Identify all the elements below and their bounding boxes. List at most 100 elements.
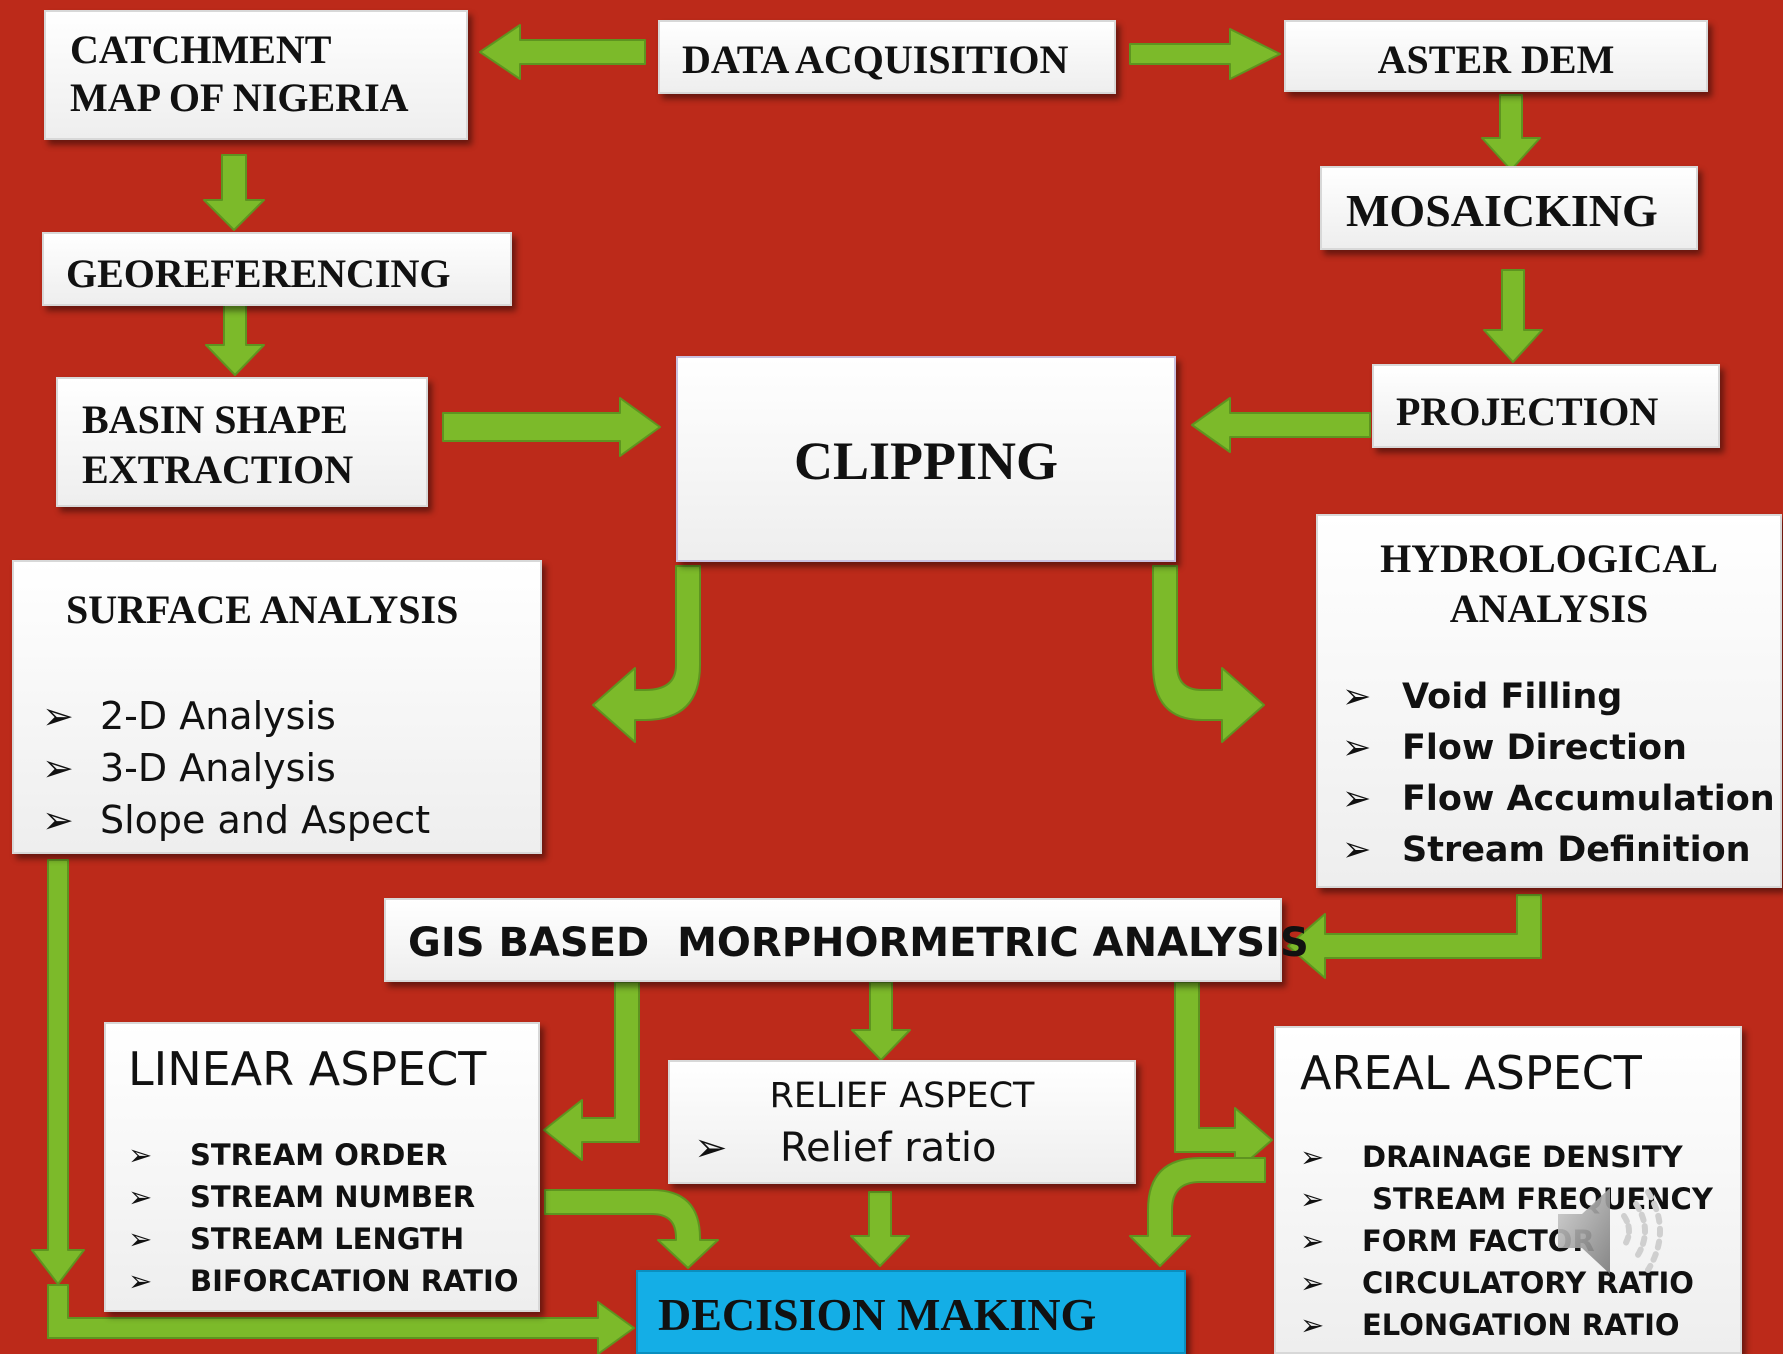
list-item: ➢ Void Filling bbox=[1342, 672, 1775, 723]
list-item: ➢Flow Direction bbox=[1342, 723, 1775, 774]
areal-aspect-list: ➢ DRAINAGE DENSITY ➢ STREAM FREQUENCY ➢ FO… bbox=[1300, 1136, 1713, 1346]
arrow-areal-to-decision bbox=[1129, 1157, 1266, 1267]
linear-aspect-title: LINEAR ASPECT bbox=[128, 1042, 487, 1096]
clipping-box: CLIPPING bbox=[676, 356, 1176, 562]
list-item: ➢ 3-D Analysis bbox=[42, 742, 430, 794]
list-item: ➢ ELONGATION RATIO bbox=[1300, 1304, 1713, 1346]
data-acquisition-label: DATA ACQUISITION bbox=[682, 37, 1069, 82]
arrow-catchment-to-georef bbox=[203, 154, 265, 231]
areal-item-label: DRAINAGE DENSITY bbox=[1362, 1140, 1683, 1174]
relief-aspect-title: RELIEF ASPECT bbox=[769, 1076, 1035, 1116]
basin-shape-line-1: BASIN SHAPE bbox=[82, 397, 348, 442]
hydro-item-label: Flow Direction bbox=[1402, 728, 1687, 768]
areal-item-label: FORM FACTOR bbox=[1362, 1224, 1595, 1258]
arrow-data-to-aster bbox=[1129, 28, 1281, 80]
areal-item-label: STREAM FREQUENCY bbox=[1362, 1182, 1713, 1216]
hydrological-title: HYDROLOGICAL ANALYSIS bbox=[1318, 534, 1780, 634]
decision-making-box: DECISION MAKING bbox=[636, 1270, 1186, 1354]
surface-item-label: 3-D Analysis bbox=[100, 746, 336, 790]
projection-box: PROJECTION bbox=[1372, 364, 1720, 448]
list-item: ➢ Stream Definition bbox=[1342, 825, 1775, 876]
arrow-clipping-to-surface bbox=[592, 565, 701, 743]
linear-item-label: STREAM NUMBER bbox=[190, 1180, 476, 1214]
clipping-label: CLIPPING bbox=[793, 431, 1058, 491]
linear-item-label: STREAM ORDER bbox=[190, 1138, 448, 1172]
arrow-aster-to-mosaicking bbox=[1481, 94, 1541, 171]
catchment-map-box: CATCHMENT MAP OF NIGERIA bbox=[44, 10, 468, 140]
list-item: ➢ STREAM FREQUENCY bbox=[1300, 1178, 1713, 1220]
hydrological-analysis-box: HYDROLOGICAL ANALYSIS ➢Void Filling ➢Flo… bbox=[1316, 514, 1782, 888]
relief-aspect-list: ➢ Relief ratio bbox=[694, 1124, 996, 1172]
list-item: ➢ BIFORCATION RATIO bbox=[128, 1260, 519, 1302]
speaker-icon[interactable] bbox=[1552, 1176, 1672, 1286]
gis-morphometric-box: GIS BASED MORPHORMETRIC ANALYSIS bbox=[384, 898, 1309, 982]
list-item: ➢ 2-D Analysis bbox=[42, 690, 430, 742]
hydro-item-label: Stream Definition bbox=[1402, 830, 1751, 870]
linear-aspect-box: LINEAR ASPECT ➢ STREAM ORDER ➢ STREAM NUMB… bbox=[104, 1022, 540, 1312]
arrow-gis-to-linear bbox=[543, 981, 640, 1161]
aster-dem-label: ASTER DEM bbox=[1377, 37, 1615, 82]
gis-morphometric-label: GIS BASED MORPHORMETRIC ANALYSIS bbox=[408, 920, 1309, 966]
linear-item-label: BIFORCATION RATIO bbox=[190, 1264, 519, 1298]
arrow-bullet-icon: ➢ bbox=[1342, 779, 1372, 819]
surface-analysis-box: SURFACE ANALYSIS ➢ 2-D Analysis ➢ 3-D Anal… bbox=[12, 560, 542, 854]
list-item: ➢ Relief ratio bbox=[694, 1124, 996, 1172]
surface-analysis-title: SURFACE ANALYSIS bbox=[66, 587, 459, 632]
data-acquisition-box: DATA ACQUISITION bbox=[658, 20, 1116, 94]
decision-making-label: DECISION MAKING bbox=[658, 1289, 1097, 1340]
catchment-map-line-1: CATCHMENT bbox=[70, 27, 332, 72]
aster-dem-box: ASTER DEM bbox=[1284, 20, 1708, 92]
relief-item-label: Relief ratio bbox=[780, 1125, 997, 1171]
arrow-bullet-icon: ➢ bbox=[42, 694, 74, 738]
catchment-map-line-2: MAP OF NIGERIA bbox=[70, 75, 409, 120]
surface-analysis-list: ➢ 2-D Analysis ➢ 3-D Analysis ➢ Slope and A… bbox=[42, 690, 430, 846]
list-item: ➢ CIRCULATORY RATIO bbox=[1300, 1262, 1713, 1304]
arrow-clipping-to-hydro bbox=[1152, 565, 1265, 743]
list-item: ➢ DRAINAGE DENSITY bbox=[1300, 1136, 1713, 1178]
projection-label: PROJECTION bbox=[1396, 389, 1659, 434]
mosaicking-box: MOSAICKING bbox=[1320, 166, 1698, 250]
arrow-bullet-icon: ➢ bbox=[1300, 1266, 1325, 1300]
arrow-bullet-icon: ➢ bbox=[128, 1264, 153, 1298]
areal-aspect-title: AREAL ASPECT bbox=[1300, 1046, 1642, 1100]
list-item: ➢Flow Accumulation bbox=[1342, 774, 1775, 825]
arrow-bullet-icon: ➢ bbox=[1300, 1140, 1325, 1174]
arrow-bullet-icon: ➢ bbox=[1342, 677, 1372, 717]
arrow-bullet-icon: ➢ bbox=[128, 1180, 153, 1214]
arrow-relief-to-decision bbox=[850, 1191, 910, 1267]
arrow-bullet-icon: ➢ bbox=[1342, 830, 1372, 870]
basin-shape-line-2: EXTRACTION bbox=[82, 447, 354, 492]
arrow-georef-to-basin bbox=[205, 299, 265, 376]
mosaicking-label: MOSAICKING bbox=[1346, 185, 1658, 236]
arrow-hydro-to-gis bbox=[1287, 894, 1542, 979]
surface-item-label: 2-D Analysis bbox=[100, 694, 336, 738]
arrow-basin-to-clipping bbox=[442, 397, 661, 457]
linear-item-label: STREAM LENGTH bbox=[190, 1222, 465, 1256]
hydrological-title-line-1: HYDROLOGICAL bbox=[1380, 536, 1718, 581]
hydro-item-label: Void Filling bbox=[1402, 677, 1623, 717]
areal-item-label: CIRCULATORY RATIO bbox=[1362, 1266, 1694, 1300]
arrow-bullet-icon: ➢ bbox=[694, 1125, 728, 1171]
georeferencing-label: GEOREFERENCING bbox=[66, 251, 451, 296]
arrow-bullet-icon: ➢ bbox=[128, 1222, 153, 1256]
arrow-bullet-icon: ➢ bbox=[1300, 1224, 1325, 1258]
arrow-projection-to-clipping bbox=[1191, 397, 1371, 453]
arrow-bullet-icon: ➢ bbox=[42, 746, 74, 790]
relief-aspect-box: RELIEF ASPECT ➢ Relief ratio bbox=[668, 1060, 1136, 1184]
list-item: ➢ FORM FACTOR bbox=[1300, 1220, 1713, 1262]
arrow-bullet-icon: ➢ bbox=[1300, 1308, 1325, 1342]
arrow-gis-to-areal bbox=[1174, 981, 1273, 1173]
areal-item-label: ELONGATION RATIO bbox=[1362, 1308, 1680, 1342]
surface-item-label: Slope and Aspect bbox=[100, 798, 431, 842]
arrow-bullet-icon: ➢ bbox=[1300, 1182, 1325, 1216]
arrow-gis-to-relief bbox=[851, 981, 911, 1061]
linear-aspect-list: ➢ STREAM ORDER ➢ STREAM NUMBER ➢ STREAM LEN… bbox=[128, 1134, 519, 1302]
list-item: ➢ STREAM NUMBER bbox=[128, 1176, 519, 1218]
list-item: ➢ Slope and Aspect bbox=[42, 794, 430, 846]
arrow-bullet-icon: ➢ bbox=[42, 798, 74, 842]
areal-aspect-box: AREAL ASPECT ➢ DRAINAGE DENSITY ➢ STREAM … bbox=[1274, 1026, 1742, 1354]
arrow-surface-down bbox=[31, 859, 85, 1285]
arrow-linear-to-decision bbox=[544, 1189, 719, 1269]
hydrological-title-line-2: ANALYSIS bbox=[1449, 586, 1649, 631]
